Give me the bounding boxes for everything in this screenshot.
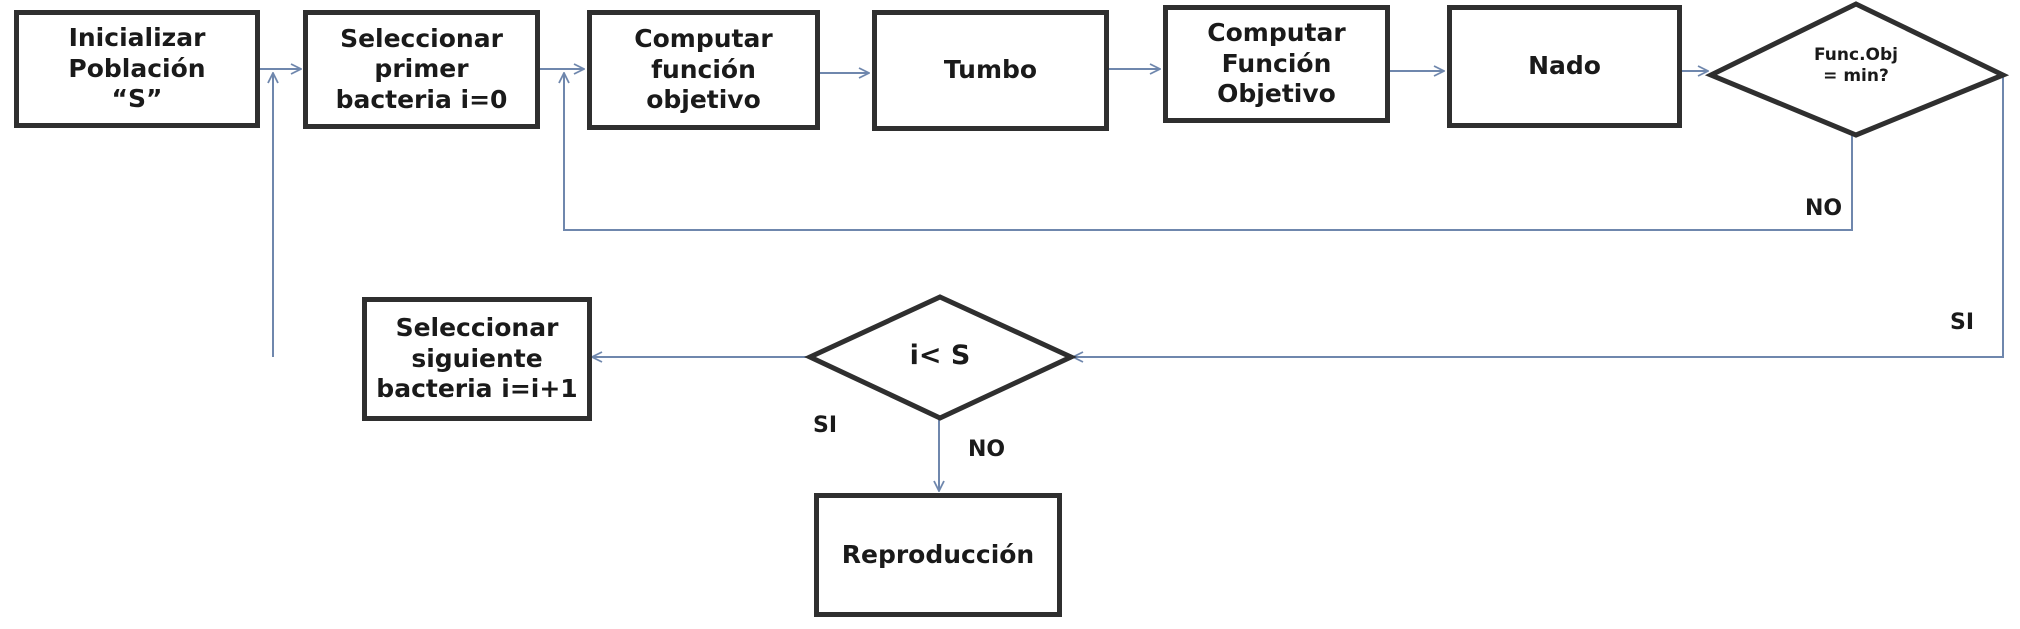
select-next-bacteria-label: Seleccionar siguiente bacteria i=i+1 [376, 313, 578, 404]
swim-label: Nado [1528, 51, 1601, 81]
si-label-lower: SI [813, 413, 838, 438]
decision-funcobj-diamond [1704, 1, 2010, 138]
decision-iless-diamond [804, 294, 1077, 421]
no-label-upper: NO [1805, 196, 1843, 221]
compute-objective-box: Computar función objetivo [587, 10, 820, 130]
reproduction-label: Reproducción [841, 539, 1035, 569]
si-label-right: SI [1950, 310, 1975, 335]
select-first-bacteria-box: Seleccionar primer bacteria i=0 [303, 10, 540, 129]
init-population-box: Inicializar Población “S” [14, 10, 260, 128]
compute-objective-label: Computar función objetivo [634, 24, 773, 115]
decision-iless-label: i< S [909, 340, 971, 371]
swim-box: Nado [1447, 5, 1682, 128]
no-label-lower: NO [968, 437, 1006, 462]
compute-objective-2-box: Computar Función Objetivo [1163, 5, 1390, 123]
select-next-bacteria-box: Seleccionar siguiente bacteria i=i+1 [362, 297, 592, 421]
compute-objective-2-label: Computar Función Objetivo [1207, 18, 1346, 109]
select-first-bacteria-label: Seleccionar primer bacteria i=0 [335, 23, 508, 114]
reproduction-box: Reproducción [814, 493, 1062, 617]
tumble-box: Tumbo [872, 10, 1109, 131]
decision-funcobj-label: Func.Obj = min? [1814, 45, 1898, 87]
tumble-label: Tumbo [943, 55, 1038, 85]
connector-si-down [1073, 75, 2004, 357]
connector-no-loop [564, 73, 1853, 231]
init-population-label: Inicializar Población “S” [68, 23, 206, 114]
